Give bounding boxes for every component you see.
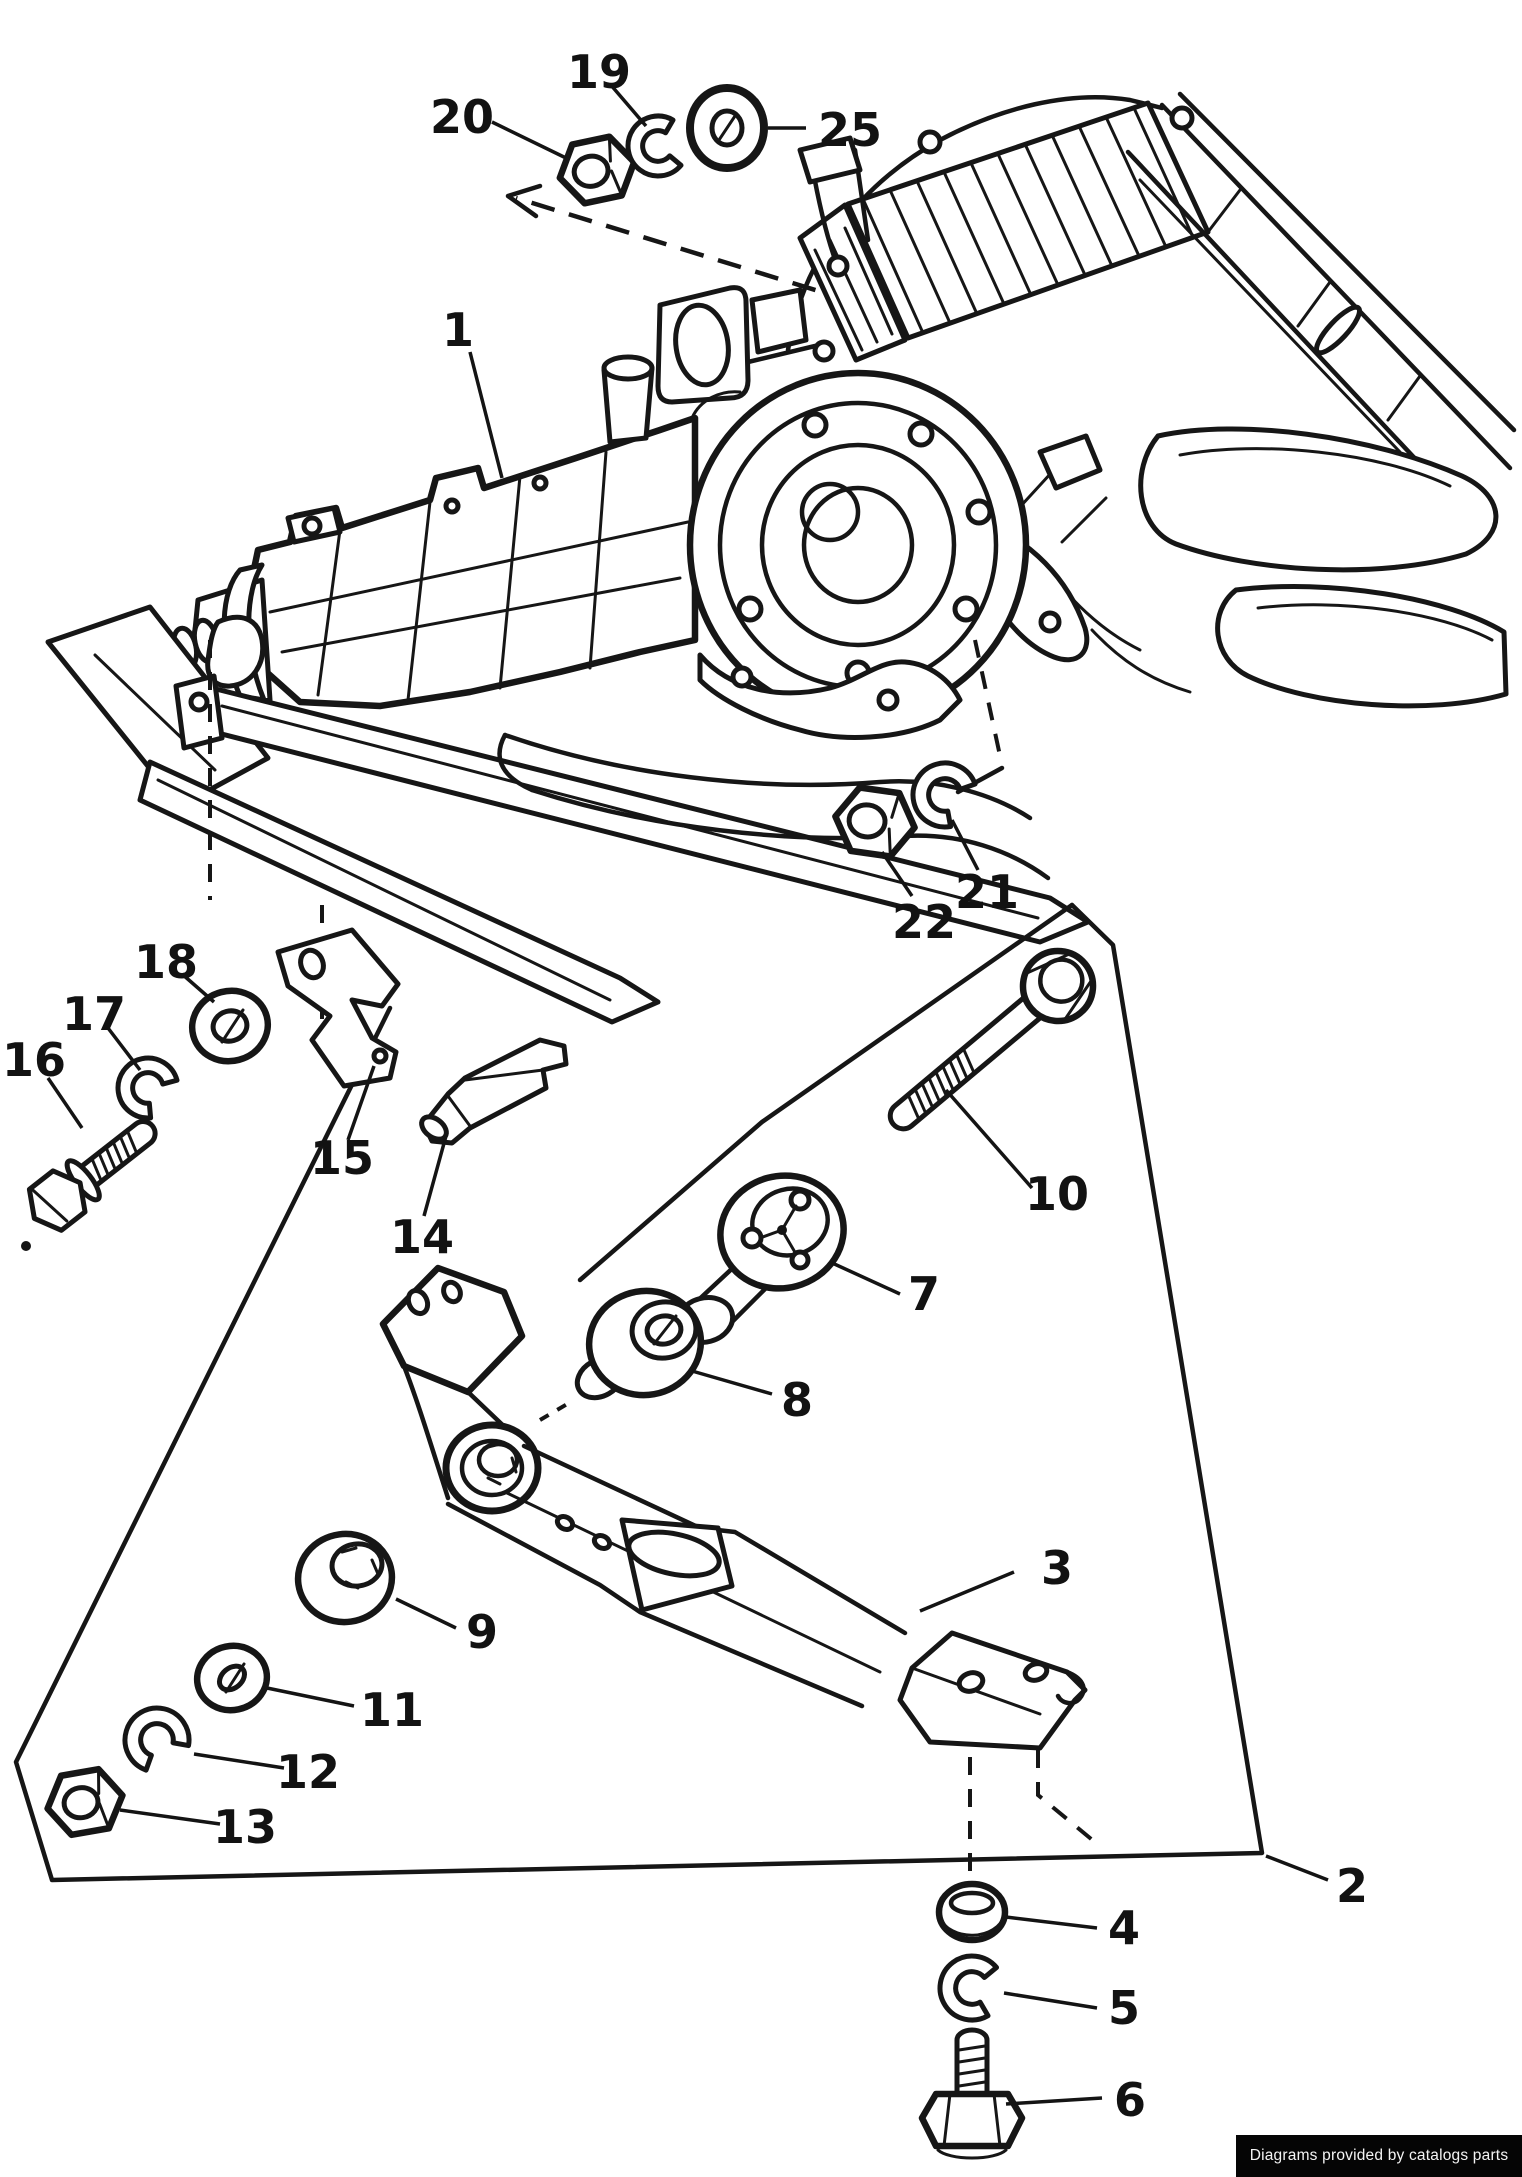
callout-leader-9 <box>395 1597 457 1630</box>
callout-leader-4 <box>1005 1915 1098 1930</box>
callout-leader-18 <box>180 972 216 1004</box>
callout-leader-11 <box>266 1686 355 1708</box>
long-bolt-10 <box>887 947 1097 1132</box>
callout-label-1: 1 <box>442 303 474 357</box>
callout-label-11: 11 <box>360 1683 424 1737</box>
hex-nut-13 <box>44 1765 126 1839</box>
callout-leader-15 <box>346 1065 376 1141</box>
footer-credit-text: Diagrams provided by catalogs parts <box>1249 2147 1509 2164</box>
washer-grommet-25 <box>686 84 768 172</box>
transmission-assembly <box>92 285 1030 740</box>
callout-leader-14 <box>422 1135 448 1217</box>
callout-leader-20 <box>491 120 567 160</box>
callout-leader-2 <box>1265 1854 1329 1882</box>
callout-label-3: 3 <box>1041 1541 1073 1595</box>
c-clip-21 <box>910 760 978 830</box>
callout-label-9: 9 <box>466 1605 498 1659</box>
callout-label-10: 10 <box>1025 1167 1089 1221</box>
callout-leader-7 <box>829 1260 901 1296</box>
callout-leader-16 <box>46 1077 84 1129</box>
callout-label-17: 17 <box>62 987 126 1041</box>
c-clip-5 <box>937 1953 1000 2023</box>
mount-bushing-9 <box>294 1530 396 1626</box>
dot-mark <box>21 1241 31 1251</box>
callout-label-21: 21 <box>955 865 1019 919</box>
footer-credit: Diagrams provided by catalogs parts <box>1236 2135 1522 2177</box>
callout-label-6: 6 <box>1114 2073 1146 2127</box>
mount-bushing-8 <box>574 1287 705 1401</box>
callout-leader-13 <box>119 1808 221 1826</box>
callout-leader-22 <box>880 851 914 897</box>
clamp-bracket-14 <box>419 1037 569 1146</box>
crossmember-3 <box>379 1264 1088 1751</box>
callout-label-8: 8 <box>781 1373 813 1427</box>
callout-label-25: 25 <box>818 103 882 157</box>
callout-label-5: 5 <box>1108 1981 1140 2035</box>
callout-label-18: 18 <box>134 935 198 989</box>
callout-label-14: 14 <box>390 1210 454 1264</box>
car-body-structure <box>785 91 1517 709</box>
callout-label-13: 13 <box>213 1800 277 1854</box>
callout-label-15: 15 <box>310 1131 374 1185</box>
callout-label-16: 16 <box>2 1033 66 1087</box>
callout-leader-21 <box>950 819 980 871</box>
callout-leader-1 <box>468 351 504 479</box>
washer-11 <box>193 1642 271 1714</box>
callout-label-12: 12 <box>276 1745 340 1799</box>
callout-leader-6 <box>1005 2096 1103 2106</box>
callout-label-7: 7 <box>908 1267 940 1321</box>
subframe-members <box>45 604 1091 1025</box>
c-clip-12 <box>122 1705 192 1773</box>
callout-label-20: 20 <box>430 90 494 144</box>
hex-nut-22 <box>832 784 918 860</box>
washer-18 <box>188 987 272 1065</box>
callout-leader-12 <box>193 1752 285 1770</box>
flanged-mount-bushing-7 <box>674 1172 847 1345</box>
callout-leader-10 <box>944 1088 1034 1190</box>
callout-label-2: 2 <box>1336 1859 1368 1913</box>
bolt-16 <box>26 1119 158 1233</box>
callout-label-19: 19 <box>567 45 631 99</box>
callout-label-22: 22 <box>892 895 956 949</box>
callout-label-4: 4 <box>1108 1901 1140 1955</box>
projection-arrow-top <box>505 183 891 316</box>
callout-leader-8 <box>691 1369 773 1396</box>
support-bracket-15 <box>275 927 401 1089</box>
callout-leader-5 <box>1003 1991 1098 2010</box>
hex-nut-20 <box>556 133 638 207</box>
mounting-plane <box>13 902 1265 1883</box>
c-clip-17 <box>115 1055 180 1121</box>
callout-leader-3 <box>919 1570 1015 1613</box>
bushing-ring-4 <box>935 1880 1009 1944</box>
callout-leader-17 <box>106 1026 142 1072</box>
bolt-6 <box>918 2027 1026 2160</box>
c-clip-19 <box>625 113 684 179</box>
callout-leader-19 <box>608 82 648 128</box>
